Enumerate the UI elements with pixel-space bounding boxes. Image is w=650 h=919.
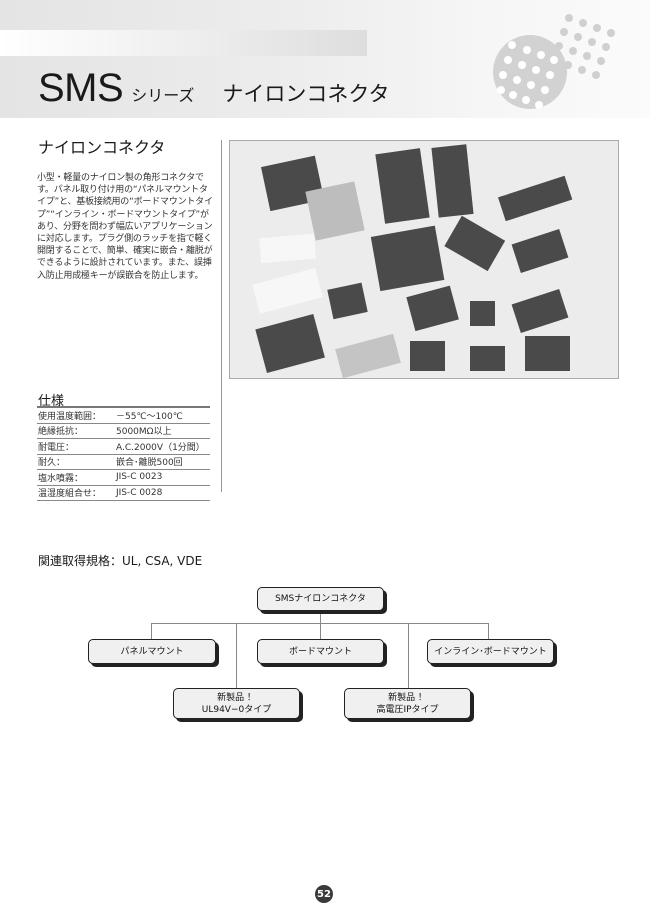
diagram-node-panel-mount: パネルマウント — [88, 639, 216, 664]
series-name: SMS — [38, 66, 124, 110]
page-title: SMS シリーズ ナイロンコネクタ — [38, 66, 390, 111]
spec-label: 温湿度組合せ： — [37, 485, 115, 501]
diagram-node-ul94v0: 新製品 ！ UL94V−0タイプ — [173, 688, 300, 719]
spec-value: 5000MΩ以上 — [115, 423, 210, 439]
table-row: 耐久：嵌合･離脱500回 — [37, 454, 210, 470]
connector-line — [151, 623, 152, 640]
product-description: 小型・軽量のナイロン製の角形コネクタです。パネル取り付け用の“パネルマウントタイ… — [37, 173, 213, 281]
table-row: 温湿度組合せ：JIS-C 0028 — [37, 485, 210, 501]
page-number: 52 — [315, 885, 333, 903]
series-suffix: シリーズ — [131, 86, 195, 105]
table-row: 塩水噴霧：JIS-C 0023 — [37, 469, 210, 486]
node-label: インライン･ボードマウント — [434, 646, 547, 657]
column-divider — [221, 140, 222, 492]
connector-line — [151, 623, 488, 624]
spec-label: 耐久： — [37, 454, 115, 470]
connector-line — [320, 623, 321, 640]
table-row: 耐電圧：A.C.2000V（1分間） — [37, 438, 210, 455]
node-label: 高電圧IPタイプ — [376, 704, 439, 715]
spec-label: 絶縁抵抗： — [37, 423, 115, 439]
node-label: SMSナイロンコネクタ — [275, 594, 366, 604]
table-row: 使用温度範囲：－55℃～100℃ — [37, 406, 210, 424]
spec-value: －55℃～100℃ — [115, 406, 210, 424]
header-band — [0, 30, 367, 56]
diagram-node-board-mount: ボードマウント — [257, 639, 384, 664]
spec-value: 嵌合･離脱500回 — [115, 454, 210, 470]
decorative-dots-icon — [493, 14, 615, 109]
product-name: ナイロンコネクタ — [222, 82, 390, 106]
connectors-image-icon — [252, 144, 573, 379]
new-product-label: 新製品 ！ — [217, 692, 256, 703]
node-label: パネルマウント — [120, 646, 184, 657]
connector-line — [320, 610, 321, 624]
diagram-node-high-voltage-ip: 新製品 ！ 高電圧IPタイプ — [344, 688, 471, 719]
spec-label: 塩水噴霧： — [37, 469, 115, 486]
connector-line — [488, 623, 489, 640]
spec-value: A.C.2000V（1分間） — [115, 438, 210, 455]
connector-line — [236, 623, 237, 689]
spec-label: 耐電圧： — [37, 438, 115, 455]
diagram-node-inline-board-mount: インライン･ボードマウント — [427, 639, 554, 664]
connector-line — [408, 623, 409, 689]
specs-heading: 仕様 — [38, 394, 65, 409]
related-standards: 関連取得規格：UL, CSA, VDE — [38, 554, 203, 568]
table-row: 絶縁抵抗：5000MΩ以上 — [37, 423, 210, 439]
specs-table: 使用温度範囲：－55℃～100℃ 絶縁抵抗：5000MΩ以上 耐電圧：A.C.2… — [37, 406, 210, 501]
spec-label: 使用温度範囲： — [37, 406, 115, 424]
spec-value: JIS-C 0028 — [115, 485, 210, 501]
node-label: UL94V−0タイプ — [201, 704, 272, 715]
diagram-root-node: SMSナイロンコネクタ — [257, 587, 384, 611]
new-product-label: 新製品 ！ — [388, 692, 427, 703]
section-heading: ナイロンコネクタ — [38, 138, 166, 157]
spec-value: JIS-C 0023 — [115, 469, 210, 486]
node-label: ボードマウント — [288, 646, 352, 657]
product-photo — [229, 140, 619, 379]
